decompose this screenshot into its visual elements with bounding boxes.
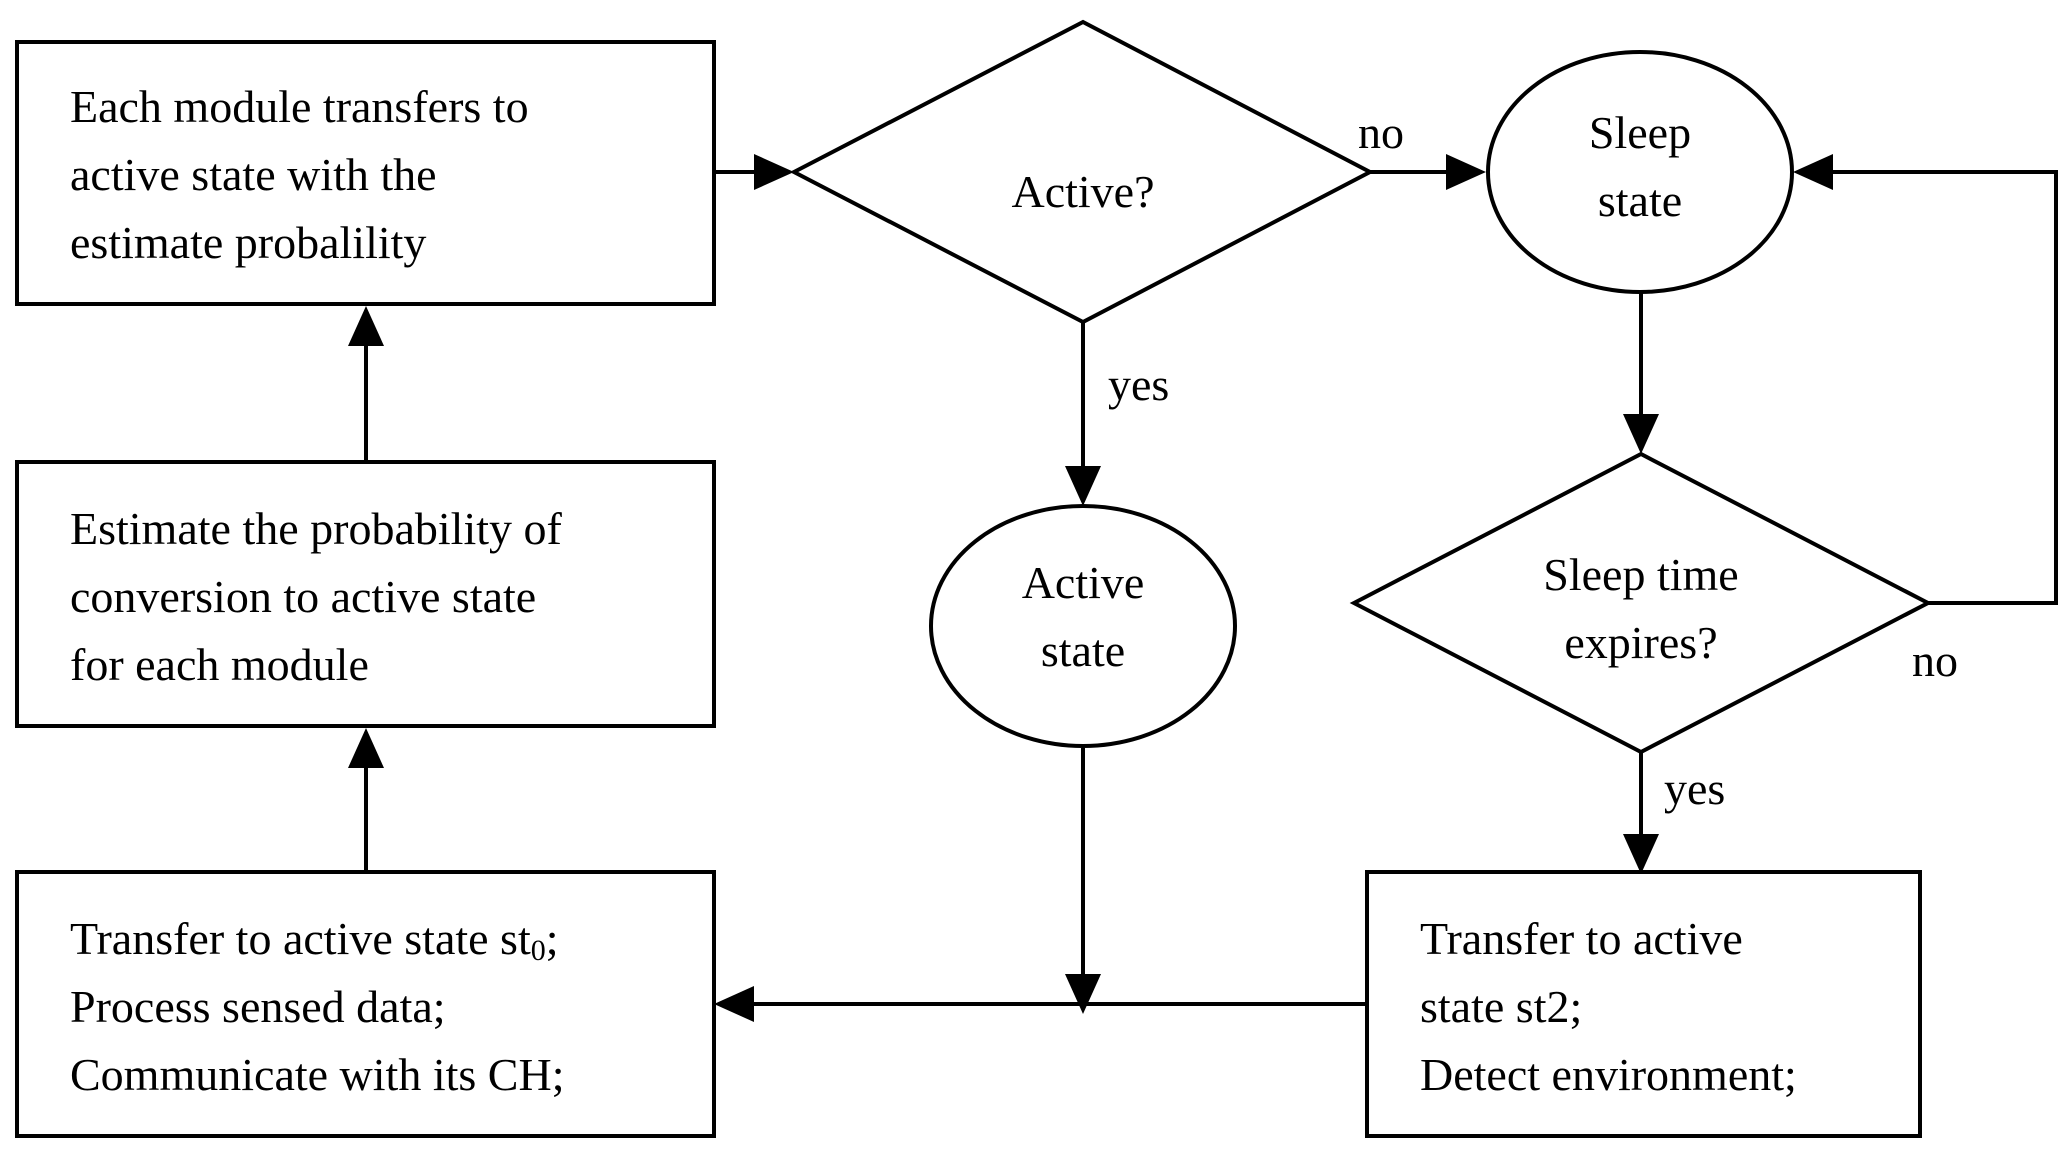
- arrowhead-into-active-state: [1065, 466, 1101, 506]
- detect-box-line-2: state st2;: [1420, 981, 1582, 1032]
- process-box-line-1-subscript: 0: [531, 934, 546, 967]
- active-state-line-2: state: [1041, 625, 1125, 676]
- process-box-line-2: Process sensed data;: [70, 981, 446, 1032]
- arrowhead-into-sleep-state: [1446, 154, 1486, 190]
- sleep-time-decision-line-2: expires?: [1564, 617, 1717, 668]
- arrowhead-into-detect-box: [1623, 834, 1659, 874]
- arrowhead-into-process-box: [714, 986, 754, 1022]
- transfer-box-line-2: active state with the: [70, 149, 437, 200]
- sleep-state-line-2: state: [1598, 175, 1682, 226]
- active-state-line-1: Active: [1022, 557, 1145, 608]
- active-decision: Active?: [789, 19, 1375, 325]
- transfer-box-line-3: estimate probalility: [70, 217, 426, 268]
- transfer-box: Each module transfers to active state wi…: [15, 40, 716, 306]
- sleep-time-decision-line-1: Sleep time: [1543, 549, 1738, 600]
- edge-label-sleep-time-yes: yes: [1664, 763, 1725, 814]
- edge-sleep-time-no-loop: [1820, 170, 2058, 605]
- estimate-box-line-2: conversion to active state: [70, 571, 536, 622]
- process-box-line-1-prefix: Transfer to active state st: [70, 913, 531, 964]
- sleep-state-line-1: Sleep: [1589, 107, 1691, 158]
- arrowhead-into-estimate-box: [348, 728, 384, 768]
- sleep-state: Sleep state: [1486, 50, 1794, 294]
- edge-label-sleep-time-no: no: [1912, 635, 1958, 686]
- detect-box-line-3: Detect environment;: [1420, 1049, 1797, 1100]
- process-box: Transfer to active state st0; Process se…: [15, 870, 716, 1138]
- edge-label-active-yes: yes: [1108, 359, 1169, 410]
- arrowhead-into-active-decision: [754, 154, 794, 190]
- arrowhead-into-transfer-box: [348, 306, 384, 346]
- edge-label-active-no: no: [1358, 107, 1404, 158]
- detect-box-line-1: Transfer to active: [1420, 913, 1743, 964]
- arrowhead-into-sleep-time-decision: [1623, 414, 1659, 454]
- estimate-box-line-3: for each module: [70, 639, 369, 690]
- process-box-line-1-suffix: ;: [546, 913, 559, 964]
- transfer-box-line-1: Each module transfers to: [70, 81, 529, 132]
- detect-box: Transfer to active state st2; Detect env…: [1365, 870, 1922, 1138]
- process-box-line-3: Communicate with its CH;: [70, 1049, 564, 1100]
- estimate-box: Estimate the probability of conversion t…: [15, 460, 716, 728]
- active-state: Active state: [929, 504, 1237, 748]
- active-decision-label: Active?: [1011, 166, 1154, 217]
- process-box-line-1: Transfer to active state st0;: [70, 913, 559, 967]
- estimate-box-line-1: Estimate the probability of: [70, 503, 563, 554]
- arrowhead-active-state-down: [1065, 974, 1101, 1014]
- sleep-time-decision: Sleep time expires?: [1349, 451, 1933, 755]
- arrowhead-loop-into-sleep-state: [1793, 154, 1833, 190]
